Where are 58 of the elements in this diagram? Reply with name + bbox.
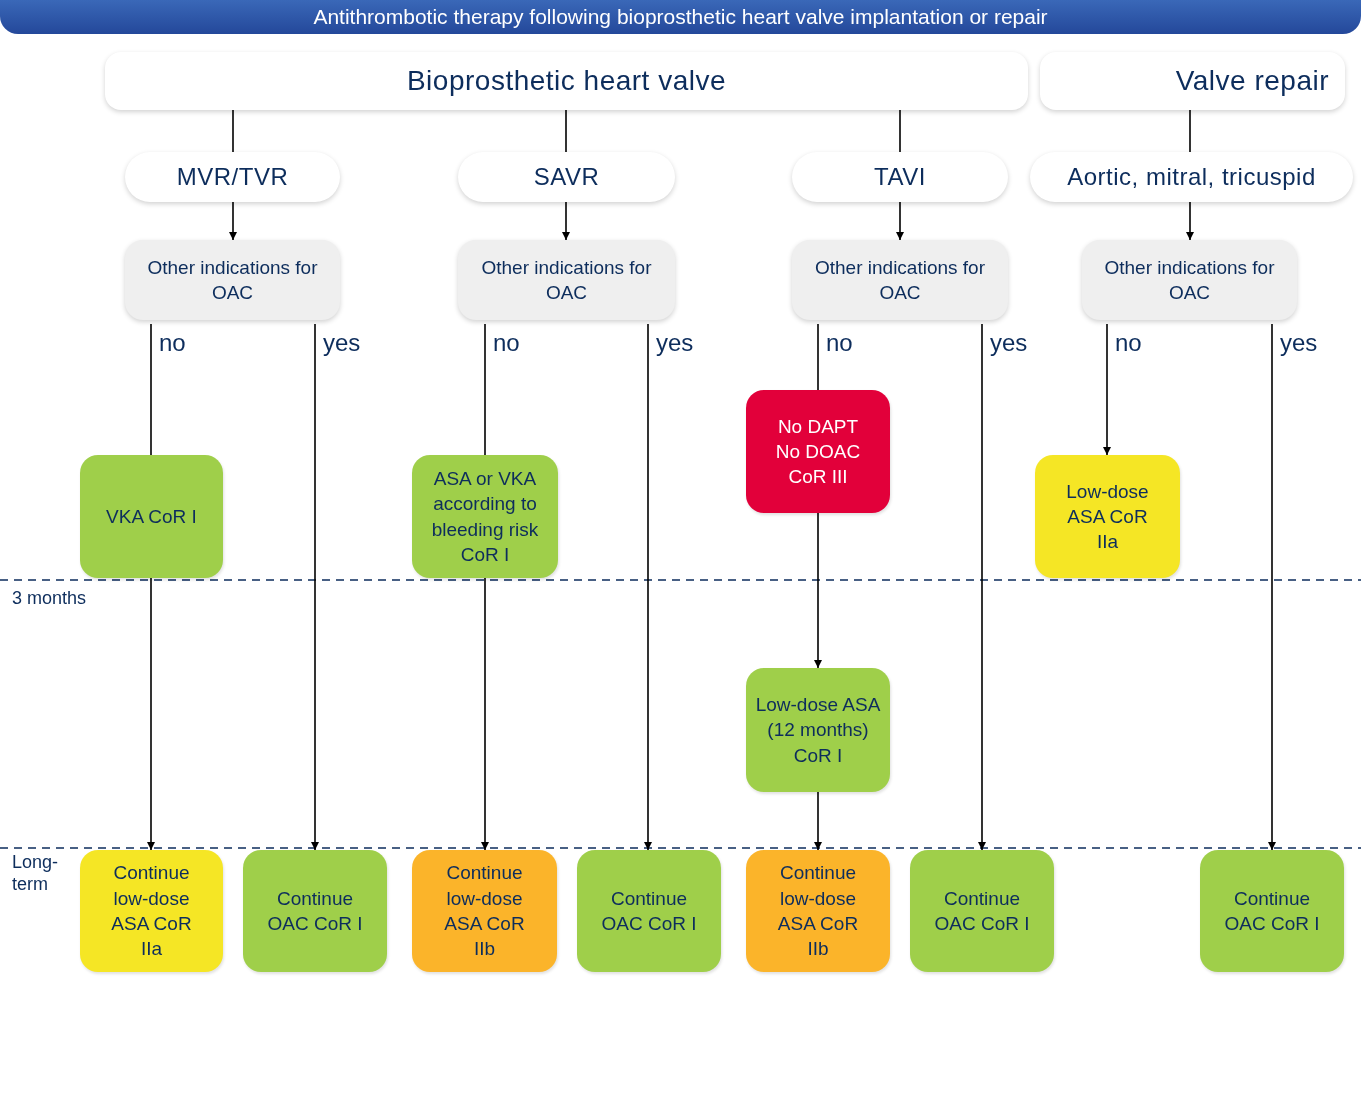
node-label: Continue OAC CoR I: [600, 886, 698, 936]
recommendation-box: [80, 455, 223, 578]
node-label: Aortic, mitral, tricuspid: [1067, 162, 1316, 193]
connector-arrow: [1268, 323, 1276, 851]
node-label: Continue low-dose ASA CoR IIa: [110, 861, 193, 962]
recommendation-box: [412, 850, 557, 972]
procedure-box: [792, 152, 1008, 202]
procedure-box: [125, 152, 340, 202]
node-label: Other indications for OAC: [480, 255, 653, 305]
recommendation-box: [412, 455, 558, 578]
node-label: Other indications for OAC: [814, 255, 986, 305]
recommendation-box: [1200, 850, 1344, 972]
connector-arrow: [814, 791, 822, 851]
connector-arrow: [896, 201, 904, 241]
recommendation-box: [1035, 455, 1180, 578]
procedure-box: [1030, 152, 1353, 202]
node-label: Bioprosthetic heart valve: [406, 64, 727, 99]
decision-box: [458, 240, 675, 320]
connector-arrow: [562, 201, 570, 241]
node-label: MVR/TVR: [176, 162, 289, 193]
node-label: Continue low-dose ASA CoR IIb: [443, 861, 526, 962]
node-label: Continue OAC CoR I: [933, 886, 1031, 936]
node-label: Valve repair: [1175, 64, 1329, 99]
node-label: VKA CoR I: [106, 504, 197, 529]
node-label: Other indications for OAC: [146, 255, 319, 305]
recommendation-box: [910, 850, 1054, 972]
node-label: ASA or VKA according to bleeding risk CoR I: [430, 466, 540, 567]
decision-box: [1082, 240, 1297, 320]
connector-arrow: [1186, 201, 1194, 241]
connector-arrow: [481, 577, 489, 851]
node-label: TAVI: [874, 162, 926, 193]
node-label: Low-dose ASA CoR IIa: [1065, 479, 1150, 555]
recommendation-box: [746, 850, 890, 972]
recommendation-box: [80, 850, 223, 972]
category-box: [105, 52, 1028, 110]
node-label: No DAPT No DOAC CoR III: [774, 414, 862, 490]
node-label: Continue OAC CoR I: [266, 886, 364, 936]
contraindication-box: [746, 390, 890, 513]
recommendation-box: [577, 850, 721, 972]
node-label: Continue OAC CoR I: [1223, 886, 1321, 936]
decision-box: [792, 240, 1008, 320]
recommendation-box: [746, 668, 890, 792]
connector-arrow: [311, 323, 319, 851]
connector-arrow: [814, 512, 822, 669]
category-box: [1040, 52, 1345, 110]
node-label: Low-dose ASA (12 months) CoR I: [754, 693, 882, 768]
decision-box: [125, 240, 340, 320]
connector-arrow: [229, 201, 237, 241]
node-label: SAVR: [533, 162, 600, 193]
connector-arrow: [644, 323, 652, 851]
node-label: Continue low-dose ASA CoR IIb: [776, 861, 860, 962]
connector-arrow: [978, 323, 986, 851]
recommendation-box: [243, 850, 387, 972]
procedure-box: [458, 152, 675, 202]
connector-arrow: [1103, 323, 1111, 456]
connector-arrow: [147, 577, 155, 851]
title-bar: Antithrombotic therapy following bioprosthetic heart valve implantation or repair: [0, 0, 1361, 34]
node-label: Other indications for OAC: [1103, 255, 1276, 305]
